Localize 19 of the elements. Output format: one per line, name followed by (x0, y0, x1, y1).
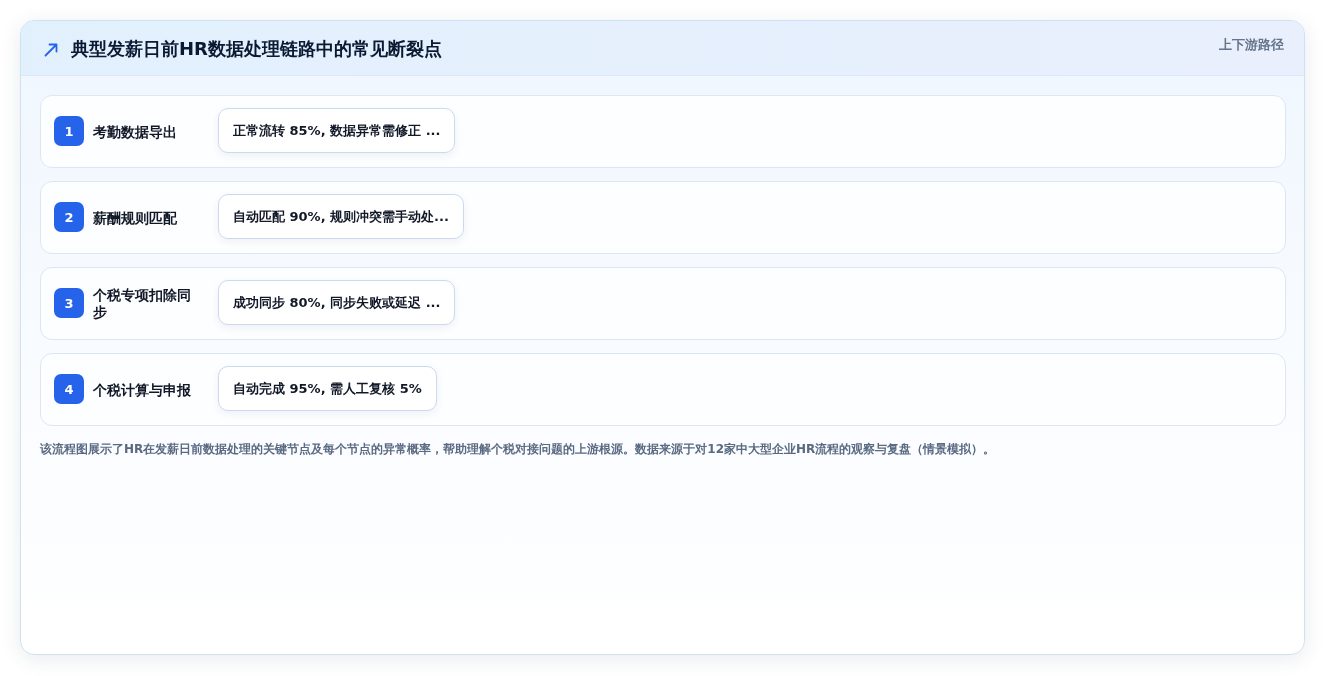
rate-note-card: 自动匹配 90%, 规则冲突需手动处... (218, 194, 464, 239)
caption-text: 该流程图展示了HR在发薪日前数据处理的关键节点及每个节点的异常概率，帮助理解个税对接问题的上游根源。数据来源于对12家中大型企业HR流程的观察与复盘（情景模拟）。 (40, 441, 997, 458)
step-name: 考勤数据导出 (93, 123, 178, 140)
diagram-title: 典型发薪日前HR数据处理链路中的常见断裂点 (71, 38, 442, 60)
step-row-card (40, 95, 1286, 168)
rate-note-card: 正常流转 85%, 数据异常需修正 ... (218, 108, 456, 153)
step-row-card (40, 353, 1286, 426)
rate-note-card: 自动完成 95%, 需人工复核 5% (218, 366, 437, 411)
step-row-card (40, 181, 1286, 254)
step-name: 薪酬规则匹配 (93, 209, 178, 226)
step-name: 个税计算与申报 (93, 381, 192, 398)
path-label: 上下游路径 (1219, 36, 1284, 54)
step-number-badge: 1 (54, 116, 84, 146)
rate-note-card: 成功同步 80%, 同步失败或延迟 ... (218, 280, 456, 325)
step-row-card (40, 267, 1286, 340)
step-number-badge: 3 (54, 288, 84, 318)
step-number-badge: 4 (54, 374, 84, 404)
step-number-badge: 2 (54, 202, 84, 232)
step-name: 个税专项扣除同步 (93, 286, 192, 321)
